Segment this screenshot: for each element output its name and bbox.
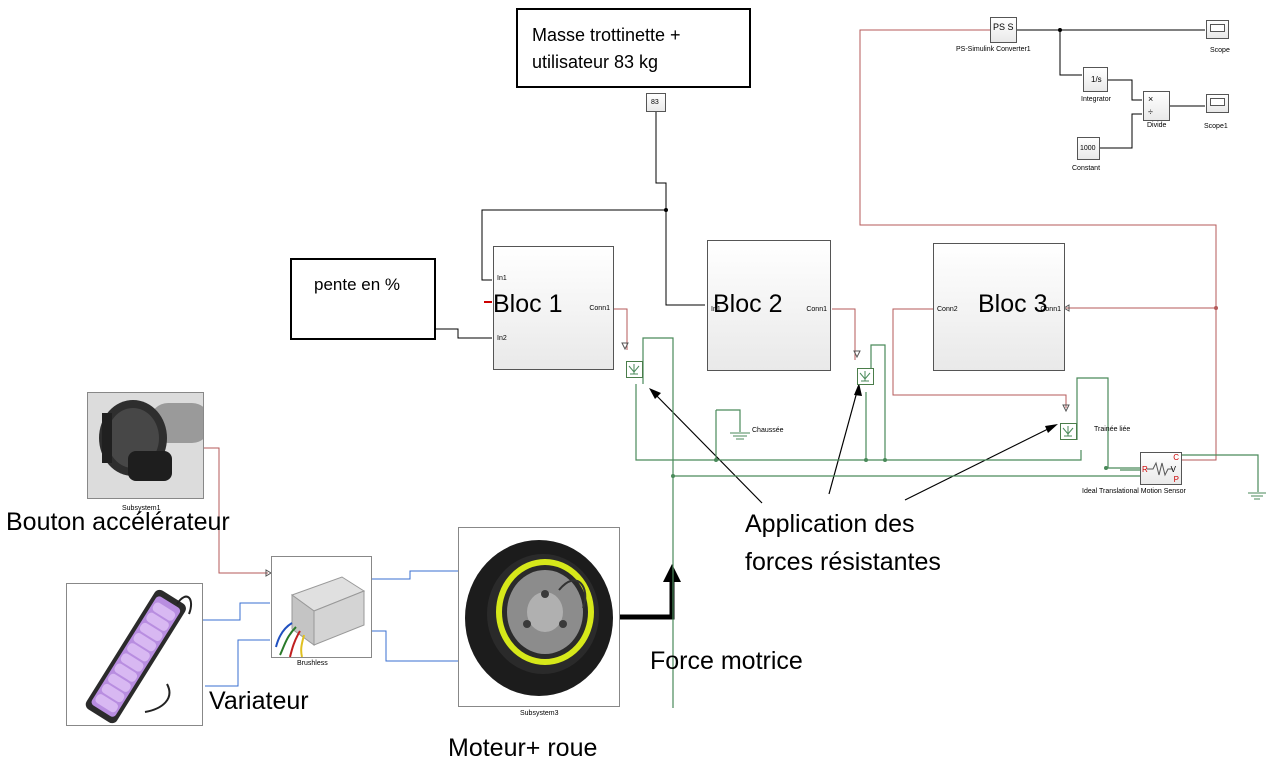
motor-wheel-image[interactable]	[458, 527, 620, 707]
force-source-1[interactable]	[626, 361, 643, 378]
slope-signal-line	[436, 328, 492, 339]
divide-label: Divide	[1147, 122, 1167, 129]
application-annotation-line2: forces résistantes	[745, 548, 941, 576]
force-arrow	[620, 578, 675, 620]
constant-block[interactable]: 1000	[1077, 137, 1100, 160]
integrator-to-divide-line	[1108, 79, 1142, 101]
bloc3-block[interactable]: Conn2 Conn1	[933, 243, 1065, 371]
variateur-annotation: Variateur	[209, 687, 309, 715]
trainee-label: Trainée liée	[1094, 426, 1131, 433]
mass-annotation-text: Masse trottinette + utilisateur 83 kg	[532, 25, 681, 72]
spring-icon	[1147, 461, 1173, 477]
force-source-icon	[628, 364, 640, 375]
mass-branch-line	[481, 209, 666, 281]
divide-multiply-icon: ×	[1148, 94, 1154, 104]
button-signal-line	[203, 447, 268, 574]
controller-icon	[275, 576, 366, 657]
motion-sensor-block[interactable]: C R V P	[1140, 452, 1182, 485]
brushless-controller-image[interactable]	[271, 556, 372, 658]
battery-image[interactable]	[66, 583, 203, 726]
brushless-label: Brushless	[297, 660, 328, 667]
mass-signal-line	[655, 112, 705, 306]
throttle-icon	[99, 400, 203, 481]
chaussee-label: Chaussée	[752, 427, 784, 434]
bloc1-title: Bloc 1	[493, 290, 563, 318]
scope-label: Scope	[1210, 47, 1230, 54]
mass-annotation-box: Masse trottinette + utilisateur 83 kg	[516, 8, 751, 88]
slope-annotation-box: pente en %	[290, 258, 436, 340]
constant-label: Constant	[1072, 165, 1101, 172]
ps-feedback-line	[859, 29, 1217, 461]
scope1-label: Scope1	[1204, 123, 1228, 130]
scope1-block[interactable]	[1206, 94, 1229, 113]
ps-simulink-converter[interactable]: PS S	[990, 17, 1017, 43]
force-source-2[interactable]	[857, 368, 874, 385]
divide-block[interactable]: × ÷	[1143, 91, 1170, 121]
integrator-block[interactable]: 1/s	[1083, 67, 1108, 92]
bloc2-block[interactable]: In1 Conn1	[707, 240, 831, 371]
moteur-annotation: Moteur+ roue	[448, 734, 598, 762]
bloc1-block[interactable]: In1 In2 Conn1	[493, 246, 614, 370]
motion-sensor-label: Ideal Translational Motion Sensor	[1082, 488, 1186, 495]
bloc1-red-mark	[484, 301, 492, 303]
mass-constant-block[interactable]: 83	[646, 93, 666, 112]
force-source-icon	[1062, 426, 1074, 437]
force-motrice-annotation: Force motrice	[650, 647, 803, 675]
force-source-icon	[859, 371, 871, 382]
converter-to-integrator-line	[1059, 30, 1082, 76]
subsystem3-label: Subsystem3	[520, 710, 559, 717]
scope-block[interactable]	[1206, 20, 1229, 39]
application-annotation-line1: Application des	[745, 510, 915, 538]
force-source-3[interactable]	[1060, 423, 1077, 440]
integrator-label: Integrator	[1081, 96, 1111, 103]
accelerator-button-image[interactable]	[87, 392, 204, 499]
bouton-annotation: Bouton accélérateur	[6, 508, 230, 536]
subsystem1-label: Subsystem1	[122, 505, 161, 512]
converter-label: PS-Simulink Converter1	[956, 46, 1031, 53]
slope-annotation-text: pente en %	[314, 275, 401, 294]
bloc3-title: Bloc 3	[978, 290, 1048, 318]
bloc2-title: Bloc 2	[713, 290, 783, 318]
divide-divide-icon: ÷	[1148, 107, 1153, 117]
wheel-icon	[465, 540, 613, 696]
battery-icon	[85, 589, 193, 724]
constant-to-divide-line	[1099, 113, 1142, 149]
